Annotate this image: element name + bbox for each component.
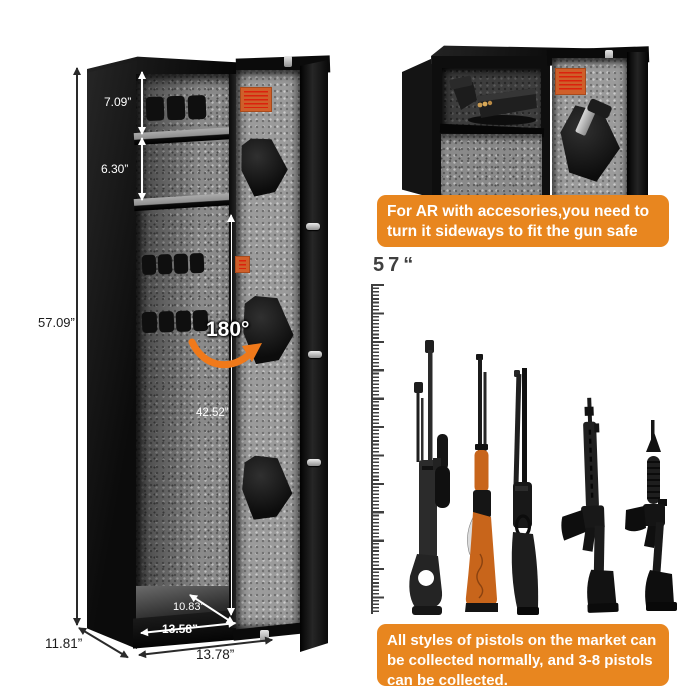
interior-shading <box>136 74 200 628</box>
foam-rack-middle <box>141 252 205 276</box>
door-warning-sticker <box>240 87 272 112</box>
sniper-rifle-icon <box>409 340 450 615</box>
door-hinge-gap <box>229 74 238 628</box>
door-swing-label: 180° <box>206 318 250 341</box>
callout-ar-note: For AR with accesories,you need to turn … <box>377 195 669 247</box>
ruler-ticks-long <box>373 284 384 614</box>
ar-safe-lower-compartment <box>441 134 542 196</box>
ar-safe-warning-sticker <box>555 68 586 95</box>
ar-safe-side-panel <box>402 58 433 198</box>
size-comparison-figure: 57“ <box>360 250 700 620</box>
main-safe-figure: 57.09” 7.09” 6.30” 42.52” 180° 10.83” 13… <box>0 0 360 700</box>
dim-label-inner-width: 13.58” <box>162 622 199 636</box>
foam-rack-top <box>145 94 207 122</box>
ar-safe-hinge-pin <box>605 50 613 62</box>
lock-bolt-3 <box>307 459 321 466</box>
ruler-line <box>371 284 373 614</box>
safe-left-panel <box>87 61 137 649</box>
dim-line-barrel-length <box>227 214 235 616</box>
door-swing-arrow-icon <box>188 338 262 369</box>
dim-line-shelf-gap <box>138 137 146 201</box>
door-small-sticker <box>235 256 250 273</box>
dim-line-top-compartment <box>138 71 146 135</box>
foam-rack-lower <box>141 309 209 334</box>
dim-label-shelf-gap: 6.30” <box>101 162 129 176</box>
ar-safe-figure <box>395 42 660 202</box>
dim-label-outer-width: 13.78” <box>196 647 235 662</box>
pistol-and-magazine-icon <box>449 75 537 125</box>
ar15-mlok-rifle-icon <box>561 397 619 613</box>
dim-line-total-height <box>73 67 81 626</box>
ruler-height-label: 57“ <box>373 254 418 276</box>
lock-bolt-2 <box>308 351 322 358</box>
lever-action-rifle-icon <box>465 354 498 612</box>
callout-pistol-note: All styles of pistols on the market can … <box>377 624 669 689</box>
door-hinge-pin <box>284 56 292 67</box>
shotgun-icon <box>511 368 539 615</box>
dim-label-total-height: 57.09” <box>38 315 75 330</box>
ar-safe-door-lock-edge <box>627 52 648 198</box>
dim-label-top-compartment: 7.09” <box>104 95 132 109</box>
dim-label-barrel-length: 42.52” <box>196 407 229 419</box>
ar15-carbine-icon <box>625 420 677 611</box>
lock-bolt-1 <box>306 223 320 230</box>
dim-label-inner-diagonal: 10.83” <box>173 601 205 613</box>
dim-label-depth: 11.81” <box>45 636 83 651</box>
